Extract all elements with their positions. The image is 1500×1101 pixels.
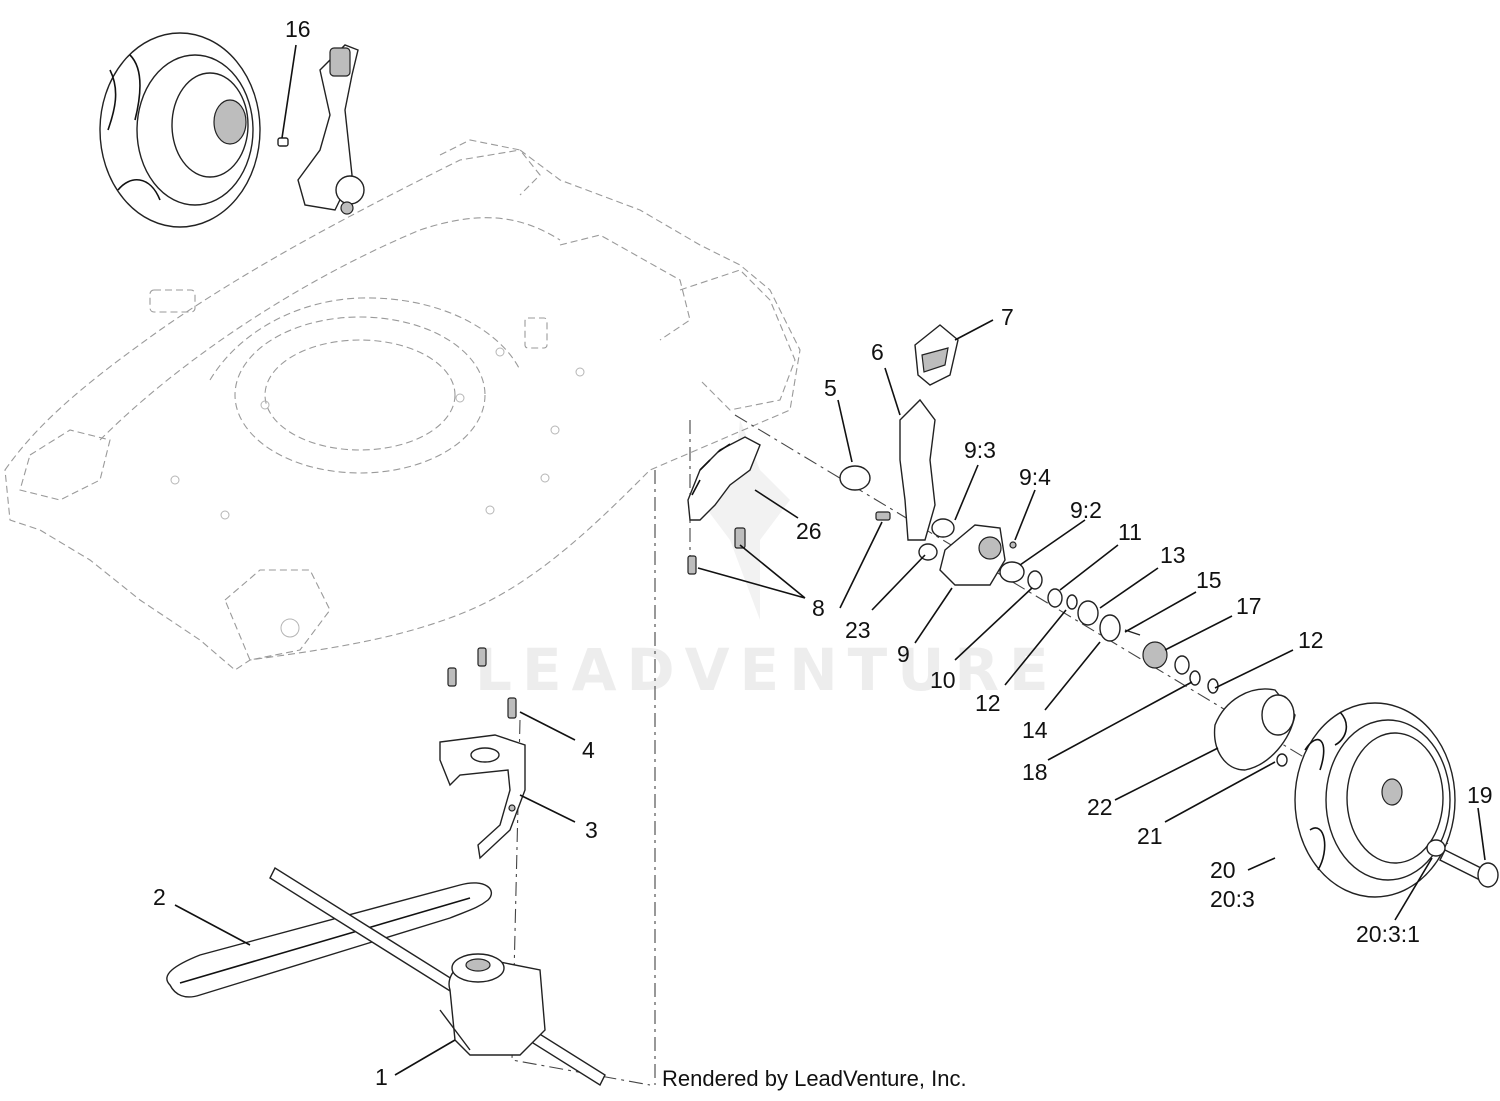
part-4-bolts (447, 647, 517, 719)
callout-8: 8 (812, 595, 825, 621)
mower-deck-outline (4, 139, 801, 671)
callout-23: 23 (845, 617, 871, 643)
callout-22: 22 (1087, 794, 1113, 820)
callout-15: 15 (1196, 567, 1222, 593)
callout-2: 2 (153, 884, 166, 910)
callout-4: 4 (582, 737, 595, 763)
part-6-7-lever (899, 324, 959, 541)
callout-9-4: 9:4 (1019, 464, 1051, 490)
callout-21: 21 (1137, 823, 1163, 849)
watermark: LEADVENTURE (475, 420, 1059, 704)
part-20-rear-wheel (1294, 702, 1456, 898)
watermark-text: LEADVENTURE (475, 636, 1059, 704)
callout-16: 16 (285, 16, 311, 42)
callout-20-3: 20:3 (1210, 886, 1255, 912)
callout-7: 7 (1001, 304, 1014, 330)
callout-12-upper: 12 (1298, 627, 1324, 653)
callout-18: 18 (1022, 759, 1048, 785)
callout-17: 17 (1236, 593, 1262, 619)
callout-labels: 16 7 6 5 9:3 9:4 9:2 11 13 15 17 12 26 8… (153, 16, 1493, 1090)
part-16-handle-bracket (277, 44, 365, 215)
drive-stack (1027, 570, 1219, 694)
callout-9-3: 9:3 (964, 437, 996, 463)
callout-11: 11 (1118, 519, 1142, 545)
render-credit: Rendered by LeadVenture, Inc. (662, 1066, 967, 1091)
callout-9-2: 9:2 (1070, 497, 1102, 523)
callout-6: 6 (871, 339, 884, 365)
callout-5: 5 (824, 375, 837, 401)
part-22-hub-housing (1213, 688, 1296, 771)
part-2-belt (166, 882, 493, 998)
left-rear-wheel (99, 32, 261, 228)
callout-12-lower: 12 (975, 690, 1001, 716)
callout-10: 10 (930, 667, 956, 693)
callout-14: 14 (1022, 717, 1048, 743)
callout-20-3-1: 20:3:1 (1356, 921, 1420, 947)
part-26-gear-cover (687, 436, 761, 521)
part-3-bracket (439, 734, 526, 860)
part-1-transmission (269, 866, 606, 1087)
leader-lines (174, 44, 1486, 1076)
part-9-pivot-bracket (918, 518, 1025, 586)
callout-3: 3 (585, 817, 598, 843)
callout-19: 19 (1467, 782, 1493, 808)
callout-1: 1 (375, 1064, 388, 1090)
part-19-bolt (1439, 849, 1499, 888)
callout-13: 13 (1160, 542, 1186, 568)
callout-9: 9 (897, 641, 910, 667)
part-8-screws (687, 511, 891, 575)
callout-20: 20 (1210, 857, 1236, 883)
part-5-plug (839, 465, 871, 491)
callout-26: 26 (796, 518, 822, 544)
